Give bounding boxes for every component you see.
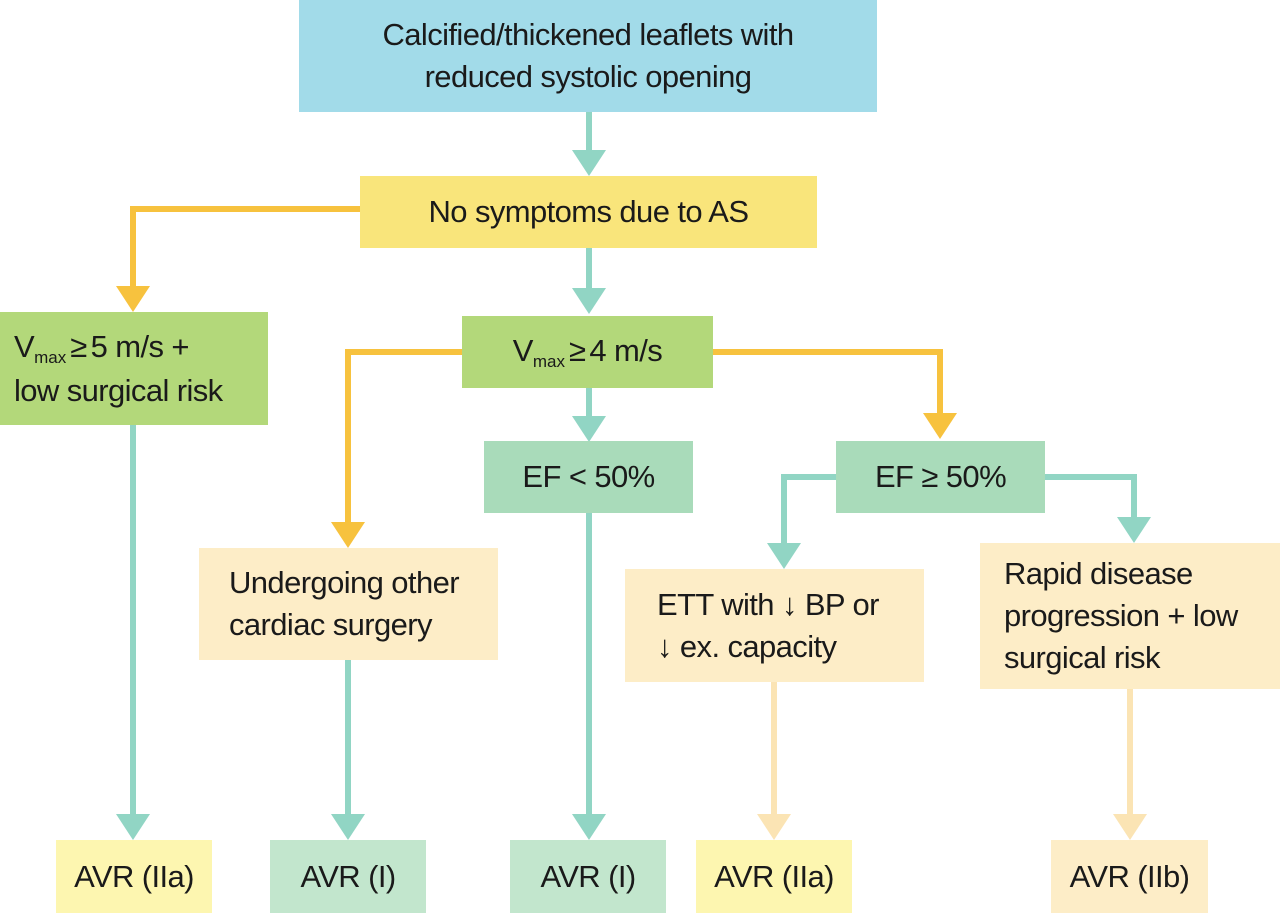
rapid-line2: progression + low: [1004, 598, 1238, 634]
vmax5-v: V: [14, 328, 35, 364]
ef-high-label: EF ≥ 50%: [874, 459, 1007, 495]
rapid-line1: Rapid disease: [1004, 556, 1193, 592]
arrowhead: [116, 814, 150, 840]
arrowhead: [1117, 517, 1151, 543]
start-node: Calcified/thickened leaflets with reduce…: [299, 0, 877, 112]
rapid-line3: surgical risk: [1004, 639, 1160, 675]
outcome-label: AVR (IIa): [74, 858, 194, 894]
arrowhead: [331, 522, 365, 548]
pale-arrows: [771, 682, 1133, 818]
vmax4-label: Vmax≥4 m/s: [512, 330, 663, 374]
no-symptoms-node: No symptoms due to AS: [360, 176, 817, 248]
arrowheads: [116, 150, 1151, 840]
vmax4-v: V: [512, 333, 534, 369]
outcome-label: AVR (IIa): [714, 858, 834, 894]
arrowhead: [116, 286, 150, 312]
orange-arrows: [130, 206, 943, 524]
rapid-progression-node: Rapid disease progression + low surgical…: [980, 543, 1280, 689]
other-surgery-node: Undergoing other cardiac surgery: [199, 548, 498, 660]
outcome-avr-i-1: AVR (I): [270, 840, 426, 913]
arrowhead: [572, 150, 606, 176]
arrow-vmax4-to-efhigh: [713, 349, 943, 415]
outcome-label: AVR (I): [300, 858, 396, 894]
arrow-nosymptoms-to-vmax5: [130, 206, 360, 288]
outcome-avr-iia-1: AVR (IIa): [56, 840, 212, 913]
ett-node: ETT with ↓ BP or ↓ ex. capacity: [625, 569, 924, 682]
no-symptoms-label: No symptoms due to AS: [428, 194, 750, 230]
ett-line1: ETT with ↓ BP or: [657, 586, 879, 622]
outcome-avr-iia-2: AVR (IIa): [696, 840, 852, 913]
start-node-line2: reduced systolic opening: [424, 59, 752, 94]
ef-high-node: EF ≥ 50%: [836, 441, 1045, 513]
arrow-vmax4-to-othersurgery: [345, 349, 462, 524]
arrow-efhigh-to-rapid: [1045, 474, 1137, 519]
arrowhead: [572, 288, 606, 314]
vmax5-line1: Vmax≥5 m/s +: [14, 326, 223, 370]
outcome-avr-i-2: AVR (I): [510, 840, 666, 913]
vmax5-node: Vmax≥5 m/s + low surgical risk: [0, 312, 268, 425]
start-node-line1: Calcified/thickened leaflets with: [382, 17, 795, 53]
vmax5-sub: max: [34, 347, 67, 367]
teal-arrows: [130, 112, 1137, 818]
other-surgery-line1: Undergoing other: [229, 565, 460, 601]
other-surgery-line2: cardiac surgery: [229, 607, 433, 642]
vmax5-line2: low surgical risk: [14, 372, 223, 408]
arrowhead: [572, 416, 606, 442]
vmax4-op: ≥: [568, 333, 586, 369]
vmax4-sub: max: [532, 352, 565, 372]
outcome-label: AVR (I): [540, 858, 636, 894]
outcome-label: AVR (IIb): [1069, 858, 1190, 894]
vmax5-op: ≥: [70, 328, 87, 364]
arrow-efhigh-to-ett: [781, 474, 836, 545]
ef-low-label: EF < 50%: [522, 459, 655, 495]
vmax4-rest: 4 m/s: [589, 333, 663, 369]
outcome-avr-iib: AVR (IIb): [1051, 840, 1208, 913]
arrowhead: [923, 413, 957, 439]
arrowhead: [757, 814, 791, 840]
vmax5-rest: 5 m/s +: [90, 328, 190, 364]
arrowhead: [1113, 814, 1147, 840]
ef-low-node: EF < 50%: [484, 441, 693, 513]
ett-line2: ↓ ex. capacity: [657, 628, 837, 664]
arrowhead: [331, 814, 365, 840]
arrowhead: [767, 543, 801, 569]
vmax4-node: Vmax≥4 m/s: [462, 316, 713, 388]
arrowhead: [572, 814, 606, 840]
